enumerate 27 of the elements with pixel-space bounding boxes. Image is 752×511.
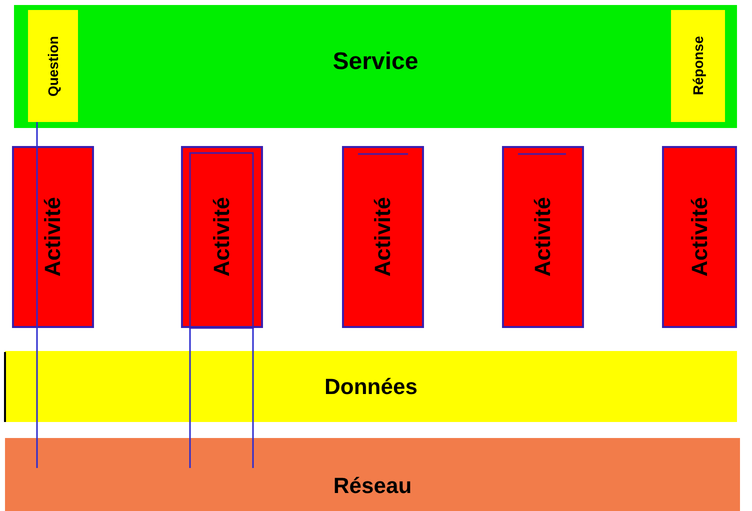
service-layer-band xyxy=(14,5,737,128)
activity-label: Activité xyxy=(209,197,235,277)
connector-line xyxy=(36,328,38,351)
connector-line xyxy=(189,422,191,438)
box-label: Réponse xyxy=(690,36,706,96)
box-label: Question xyxy=(45,36,61,96)
activity-box xyxy=(342,146,424,328)
layer-label: Service xyxy=(332,48,418,76)
connector-line xyxy=(36,422,38,438)
activity-box xyxy=(502,146,584,328)
data-layer-band xyxy=(5,351,737,422)
activity-box xyxy=(662,146,737,328)
connector-line xyxy=(189,328,191,351)
question-box xyxy=(28,10,78,122)
layer-label: Données xyxy=(324,374,418,400)
activity-label: Activité xyxy=(370,197,396,277)
connector-line xyxy=(252,328,254,351)
answer-box xyxy=(671,10,725,122)
connector-line xyxy=(252,422,254,438)
network-layer-band xyxy=(5,438,740,511)
activity-label: Activité xyxy=(686,197,712,277)
layer-label: Réseau xyxy=(333,473,412,499)
connector-line xyxy=(36,122,38,146)
activity-box xyxy=(12,146,94,328)
activity-label: Activité xyxy=(530,197,556,277)
activity-label: Activité xyxy=(40,197,66,277)
activity-box xyxy=(181,146,263,328)
